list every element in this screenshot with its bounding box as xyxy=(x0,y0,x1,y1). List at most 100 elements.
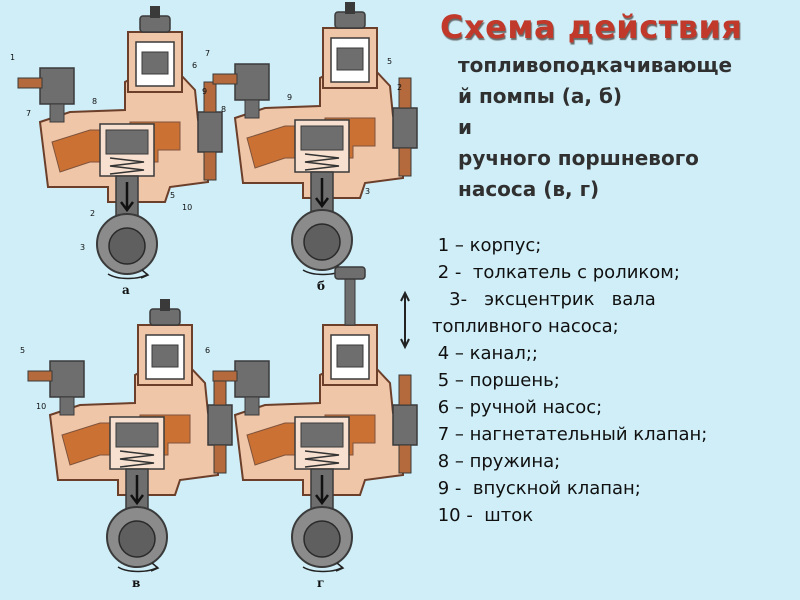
piston xyxy=(300,125,344,151)
motion-arrow-icon xyxy=(315,178,329,209)
figure-label: а xyxy=(122,283,130,297)
outlet-pipe xyxy=(203,81,217,113)
cam-shaft xyxy=(118,520,156,558)
piston xyxy=(300,422,344,448)
callout-number: 6 xyxy=(192,61,197,70)
pump-figure: а 1 7 8 6 9 5 10 2 3 xyxy=(10,6,223,297)
callout-number: 5 xyxy=(170,191,175,200)
callout-number: 10 xyxy=(36,402,46,411)
callout-number: 2 xyxy=(90,209,95,218)
spring xyxy=(304,450,340,468)
outlet-pipe-lower xyxy=(203,151,217,181)
subtitle-line: и xyxy=(458,115,473,139)
figure-label: г xyxy=(317,576,324,590)
hand-pump-piston xyxy=(151,344,179,368)
outlet-pipe-lower xyxy=(398,444,412,474)
spring xyxy=(109,157,145,175)
slide-title: Схема действия xyxy=(440,8,743,46)
callout-number: 1 xyxy=(10,53,15,62)
rotation-arrow-icon xyxy=(107,269,150,280)
motion-arrow-icon xyxy=(400,290,410,350)
inlet-valve-body xyxy=(59,396,75,416)
motion-arrow-icon xyxy=(130,475,144,506)
slide-subtitle: топливоподкачивающе й помпы (а, б) и руч… xyxy=(458,50,788,205)
callout-number: 2 xyxy=(397,83,402,92)
figure-label: б xyxy=(317,279,325,293)
callout-number: 8 xyxy=(221,105,226,114)
outlet-valve-fitting xyxy=(392,107,418,149)
legend-item: 6 – ручной насос; xyxy=(432,397,603,418)
outlet-pipe xyxy=(398,374,412,406)
legend-item: 3- эксцентрик вала xyxy=(432,289,656,310)
outlet-pipe-lower xyxy=(398,147,412,177)
knurled-knob-icon xyxy=(334,266,366,280)
rotation-arrow-icon xyxy=(117,562,160,573)
cam-shaft xyxy=(303,520,341,558)
outlet-pipe xyxy=(398,77,412,109)
inlet-valve-fitting xyxy=(234,63,270,101)
callout-number: 8 xyxy=(92,97,97,106)
legend-item: 8 – пружина; xyxy=(432,451,561,472)
motion-arrow-icon xyxy=(315,475,329,506)
callout-number: 9 xyxy=(202,87,207,96)
legend-item: 9 - впускной клапан; xyxy=(432,478,641,499)
hand-pump-piston xyxy=(336,344,364,368)
piston xyxy=(115,422,159,448)
inlet-valve-body xyxy=(244,99,260,119)
inlet-pipe xyxy=(27,370,53,382)
inlet-pipe xyxy=(212,73,238,85)
hand-pump-piston xyxy=(336,47,364,71)
pump-figure: б 7 8 9 5 2 3 xyxy=(205,2,418,293)
spring xyxy=(304,153,340,171)
motion-arrow-icon xyxy=(120,182,134,213)
knurled-knob-icon xyxy=(334,11,366,29)
inlet-valve-body xyxy=(49,103,65,123)
callout-number: 5 xyxy=(20,346,25,355)
subtitle-line: топливоподкачивающе xyxy=(458,53,733,77)
legend-item: 10 - шток xyxy=(432,505,534,526)
figure-label: в xyxy=(132,576,140,590)
callout-number: 7 xyxy=(205,49,210,58)
legend-item: топливного насоса; xyxy=(432,316,619,337)
callout-number: 3 xyxy=(80,243,85,252)
outlet-valve-fitting xyxy=(392,404,418,446)
legend-item: 2 - толкатель с роликом; xyxy=(432,262,680,283)
knob-stem xyxy=(150,6,160,18)
legend-item: 5 – поршень; xyxy=(432,370,560,391)
legend-item: 4 – канал;; xyxy=(432,343,538,364)
rotation-arrow-icon xyxy=(302,562,345,573)
callout-number: 6 xyxy=(205,346,210,355)
hand-pump-piston xyxy=(141,51,169,75)
knurled-knob-icon xyxy=(139,15,171,33)
pump-figure: в 5 10 xyxy=(20,299,233,590)
inlet-pipe xyxy=(17,77,43,89)
subtitle-line: й помпы (а, б) xyxy=(458,84,623,108)
subtitle-line: насоса (в, г) xyxy=(458,177,600,201)
inlet-valve-fitting xyxy=(234,360,270,398)
callout-number: 7 xyxy=(26,109,31,118)
piston xyxy=(105,129,149,155)
callout-number: 9 xyxy=(287,93,292,102)
callout-number: 3 xyxy=(365,187,370,196)
pump-diagrams: а 1 7 8 6 9 5 10 2 3 б 7 8 9 5 2 3 в 5 10 г 6 xyxy=(10,2,418,590)
cam-shaft xyxy=(303,223,341,261)
legend-item: 7 – нагнетательный клапан; xyxy=(432,424,708,445)
knurled-knob-icon xyxy=(149,308,181,326)
inlet-pipe xyxy=(212,370,238,382)
outlet-pipe-lower xyxy=(213,444,227,474)
parts-legend: 1 – корпус; 2 - толкатель с роликом; 3- … xyxy=(432,232,707,529)
knob-stem xyxy=(345,2,355,14)
legend-item: 1 – корпус; xyxy=(432,235,542,256)
outlet-valve-fitting xyxy=(197,111,223,153)
callout-number: 10 xyxy=(182,203,192,212)
callout-number: 5 xyxy=(387,57,392,66)
inlet-valve-fitting xyxy=(39,67,75,105)
knob-stem xyxy=(160,299,170,311)
inlet-valve-body xyxy=(244,396,260,416)
inlet-valve-fitting xyxy=(49,360,85,398)
subtitle-line: ручного поршневого xyxy=(458,146,699,170)
spring xyxy=(119,450,155,468)
outlet-valve-fitting xyxy=(207,404,233,446)
cam-shaft xyxy=(108,227,146,265)
